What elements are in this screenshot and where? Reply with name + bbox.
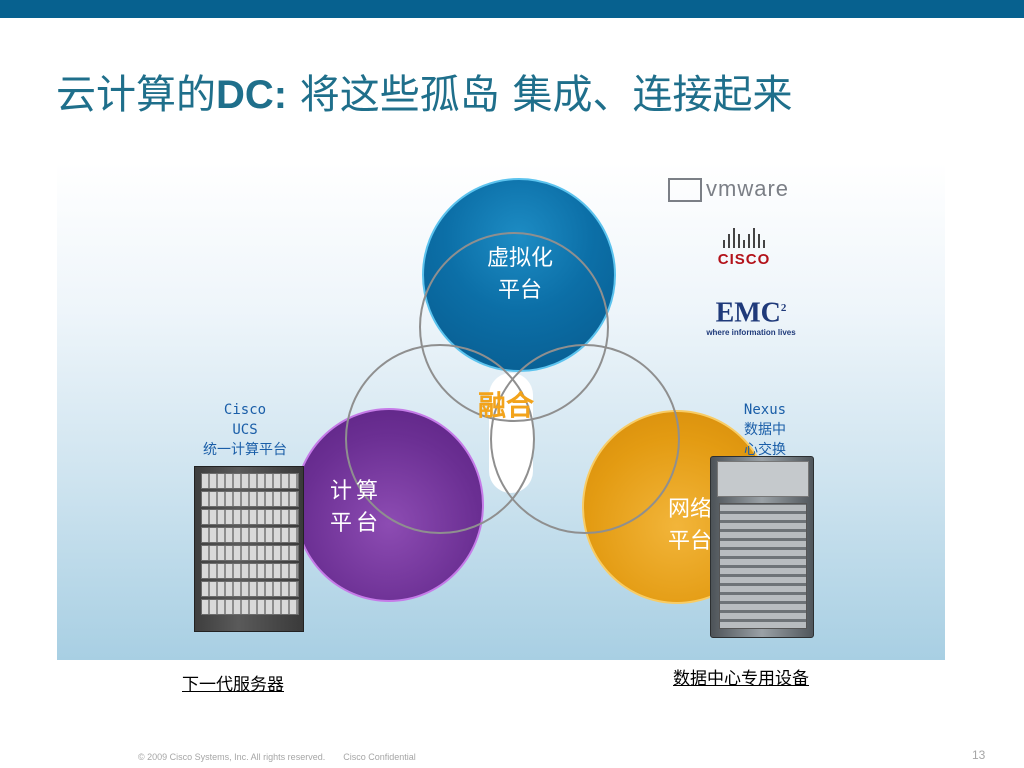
ucs-label-line-3: 统一计算平台 (203, 442, 287, 458)
next-gen-server-caption: 下一代服务器 (182, 675, 284, 695)
footer-confidential: Cisco Confidential (343, 752, 416, 762)
cisco-bridge-icon (706, 226, 782, 248)
overlap-ring-right (490, 344, 680, 534)
footer: © 2009 Cisco Systems, Inc. All rights re… (138, 752, 416, 762)
nexus-label-line-2: 数据中 (744, 422, 786, 438)
nexus-switch-image (710, 456, 814, 638)
emc-logo: EMC2 where information lives (706, 297, 796, 338)
ucs-label-line-1: Cisco (223, 402, 267, 418)
network-label: 网络平台 (668, 497, 713, 554)
convergence-label: 融合 (478, 389, 535, 422)
vmware-mark-icon (668, 178, 702, 203)
virtualization-label: 虚拟化平台 (486, 246, 553, 303)
cisco-logo: CISCO (706, 226, 782, 274)
nexus-label-line-3: 心交换 (744, 442, 786, 458)
datacenter-equipment-caption: 数据中心专用设备 (673, 669, 809, 689)
top-bar (0, 0, 1024, 18)
vmware-logo: vmware (668, 176, 818, 203)
page-number: 13 (972, 748, 986, 762)
ucs-server-rack-image (194, 466, 304, 632)
ucs-label: Cisco UCS 统一计算平台 (190, 400, 300, 460)
slide-title: 云计算的DC: 将这些孤岛 集成、连接起来 (56, 72, 793, 118)
footer-copyright: © 2009 Cisco Systems, Inc. All rights re… (138, 752, 326, 762)
compute-label: 计算平台 (330, 479, 383, 536)
nexus-label-line-1: Nexus (743, 402, 787, 418)
ucs-label-line-2: UCS (232, 422, 258, 438)
